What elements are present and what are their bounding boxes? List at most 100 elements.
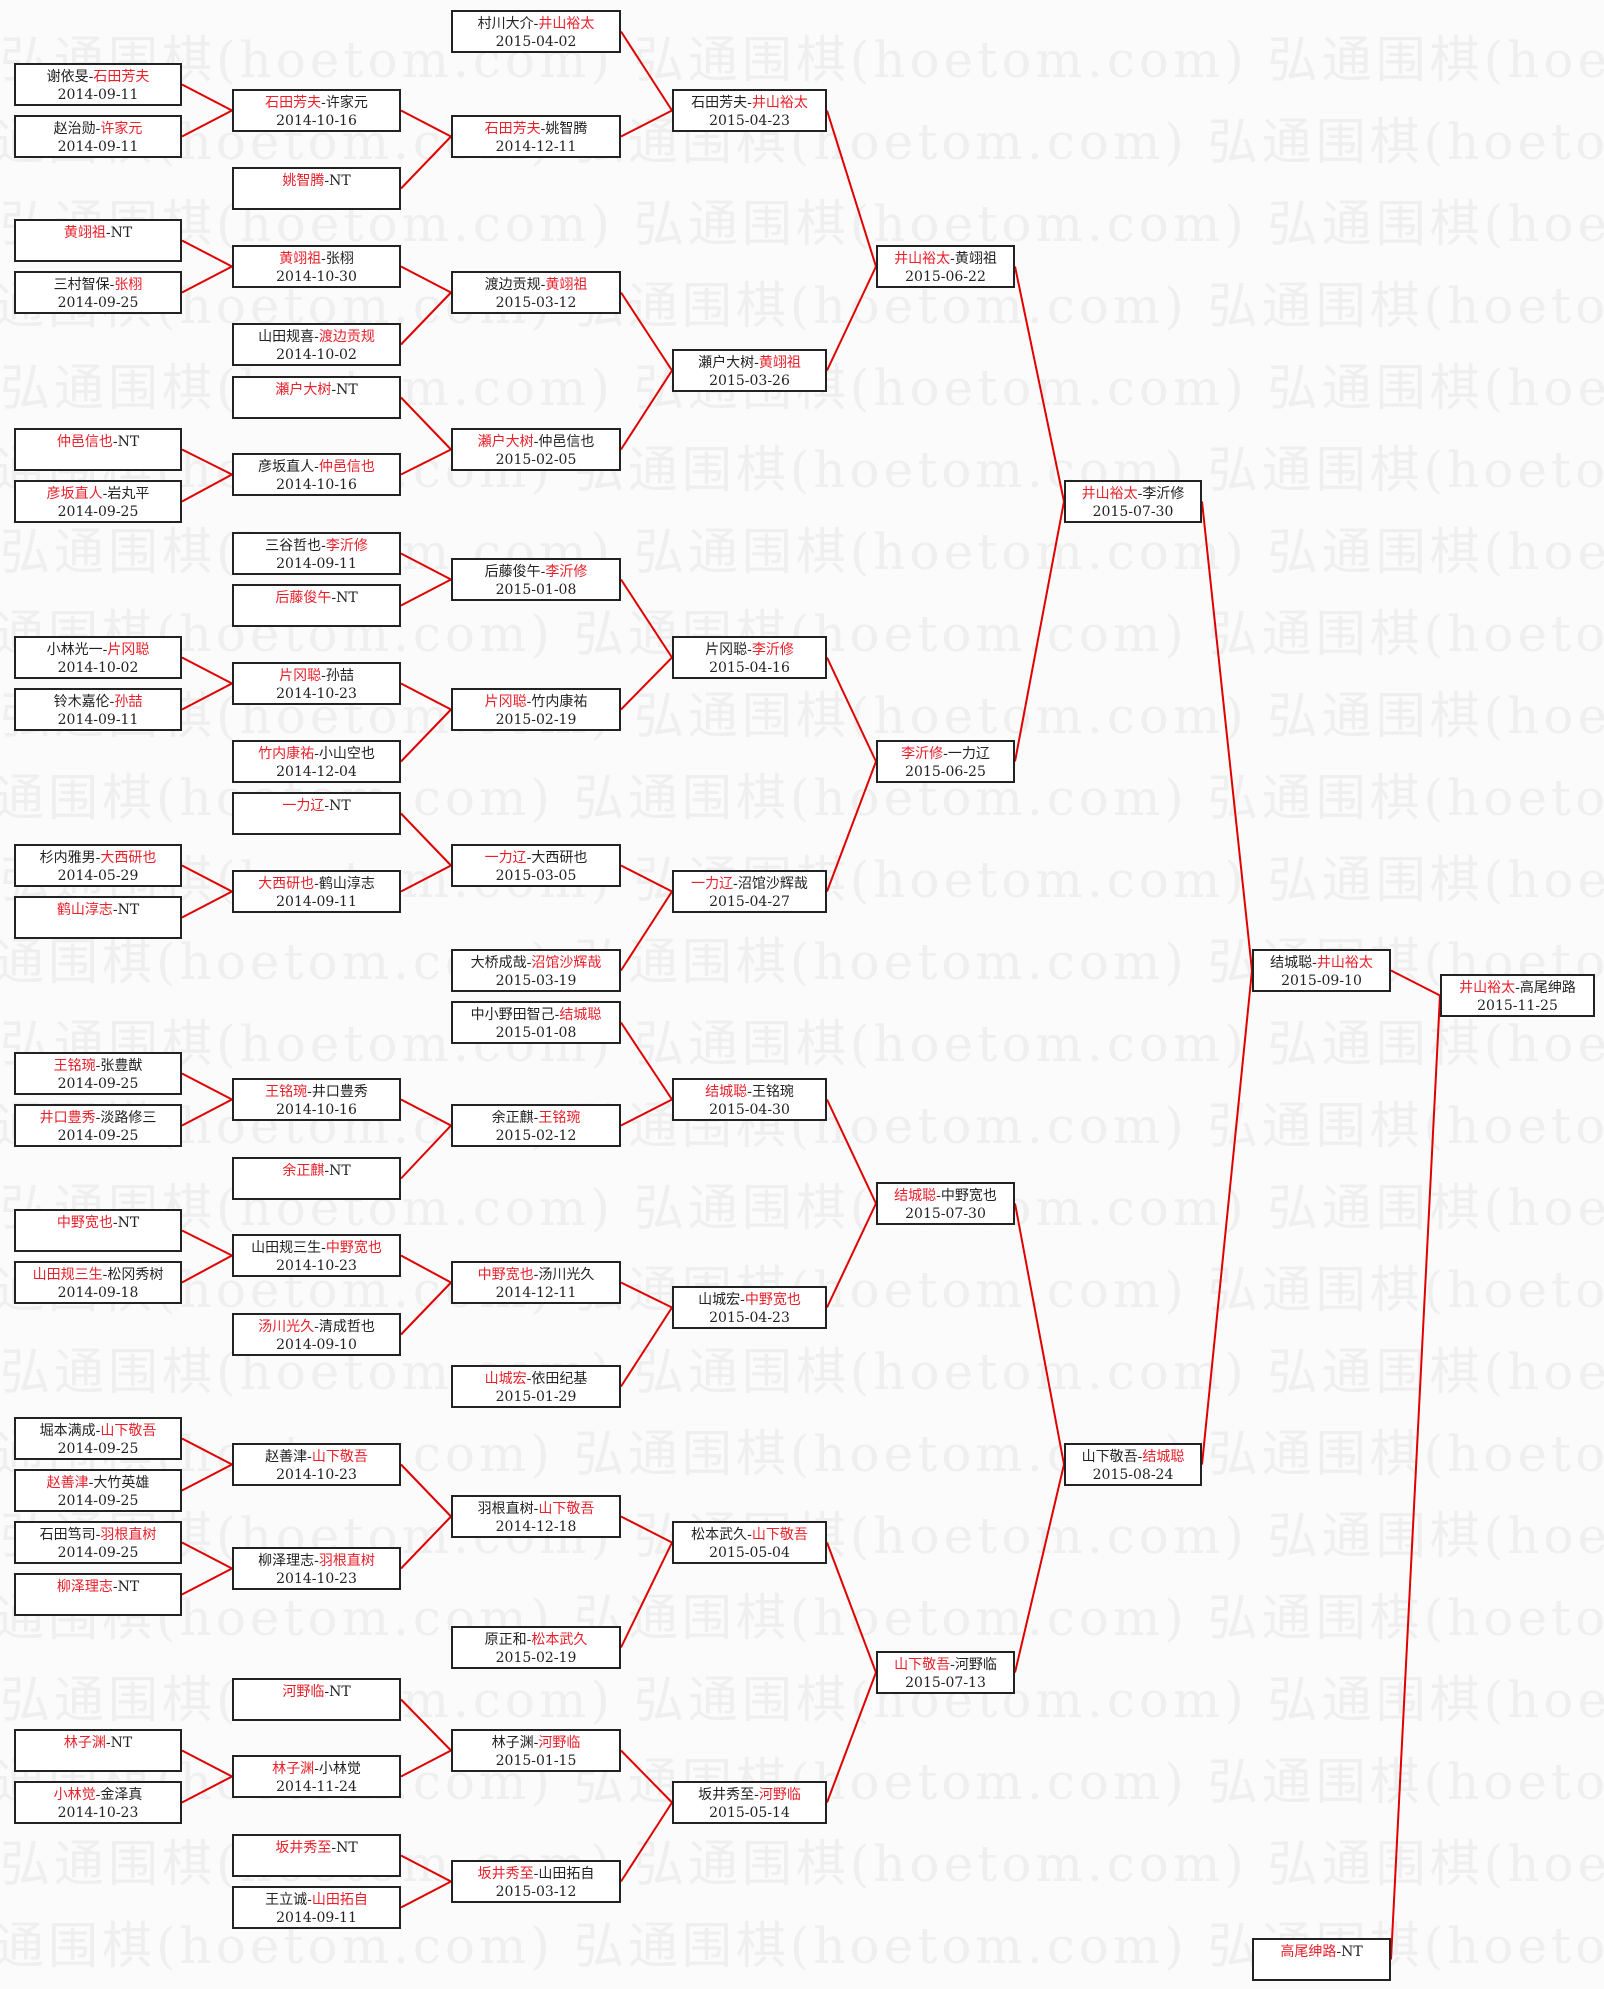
player-1: 河野临 [282, 1684, 325, 1700]
match-box[interactable]: 林子渊-NT [14, 1729, 182, 1772]
player-1: 王立诚 [265, 1892, 308, 1908]
connector-line [400, 1124, 452, 1180]
player-1: 谢依旻 [46, 69, 89, 85]
match-box[interactable]: 鹤山淳志-NT [14, 896, 182, 939]
match-players: 山田规三生-松冈秀树 [33, 1267, 164, 1283]
match-date: 2015-02-05 [495, 452, 577, 468]
match-box[interactable]: 河野临-NT [232, 1678, 401, 1721]
match-box[interactable]: 柳泽理志-NT [14, 1573, 182, 1616]
player-1: 余正麒 [491, 1110, 534, 1126]
match-players: 井山裕太-高尾绅路 [1459, 980, 1576, 996]
player-2: 大竹英雄 [93, 1475, 150, 1491]
match-box[interactable]: 坂井秀至-NT [232, 1834, 401, 1877]
connector-line [181, 109, 233, 138]
connector-line [181, 656, 233, 685]
match-players: 井口豊秀-淡路修三 [40, 1110, 157, 1126]
match-box[interactable]: 一力辽-NT [232, 792, 401, 835]
match-date: 2014-09-25 [57, 1441, 139, 1457]
match-box[interactable]: 高尾绅路-NT [1252, 1938, 1391, 1981]
match-box[interactable]: 姚智腾-NT [232, 167, 401, 210]
match-box[interactable]: 仲邑信也-NT [14, 428, 182, 471]
match-box[interactable]: 黄翊祖-NT [14, 219, 182, 262]
connector-line [400, 864, 452, 893]
match-date: 2015-01-08 [495, 1025, 577, 1041]
match-box[interactable]: 后藤俊午-NT [232, 584, 401, 627]
match-players: 仲邑信也-NT [57, 434, 139, 450]
connector-line [620, 656, 673, 711]
match-box[interactable]: 中野宽也-NT [14, 1209, 182, 1252]
match-date: 2014-05-29 [57, 868, 139, 884]
match-date: 2014-09-10 [276, 1337, 357, 1353]
match-date: 2014-09-11 [57, 139, 139, 155]
separator: - [314, 1319, 319, 1335]
match-players: 黄翊祖-NT [64, 225, 132, 241]
match-box[interactable]: 余正麒-NT [232, 1157, 401, 1200]
player-1: 后藤俊午 [275, 590, 332, 606]
match-players: 王铭琬-张豊猷 [54, 1058, 143, 1074]
player-2: 王铭琬 [538, 1110, 581, 1126]
match-box[interactable]: 瀬户大树-NT [232, 376, 401, 419]
